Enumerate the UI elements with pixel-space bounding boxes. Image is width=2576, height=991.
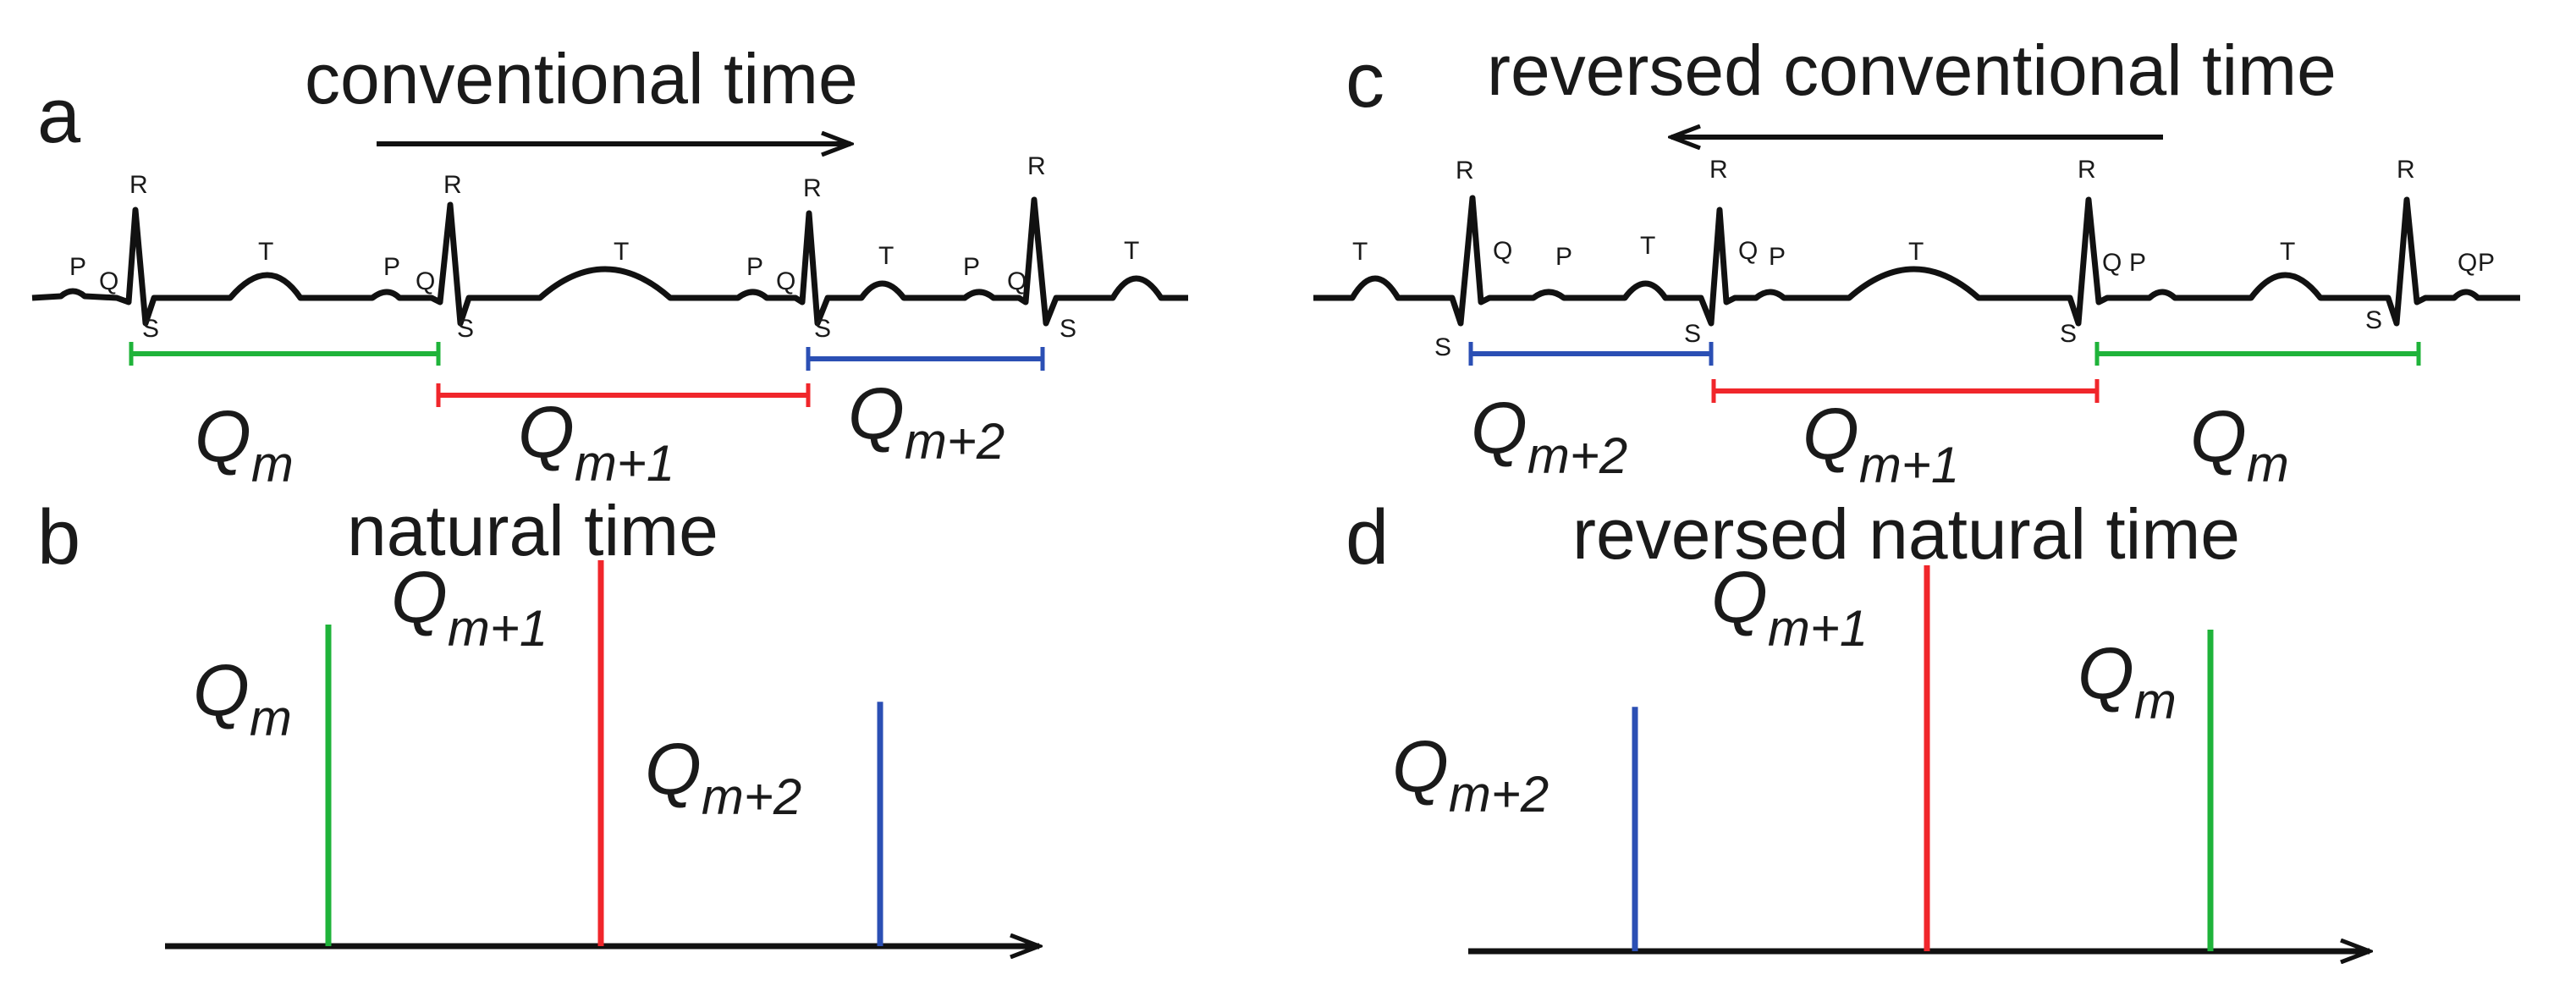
wave-label-t: T xyxy=(258,238,273,266)
wave-label-s: S xyxy=(1434,333,1451,361)
wave-label-r: R xyxy=(803,174,822,202)
wave-label-p: P xyxy=(2478,249,2495,277)
wave-label-q: Q xyxy=(1493,237,1512,265)
panel-a-letter: a xyxy=(37,73,81,159)
panel-d-letter: d xyxy=(1346,494,1389,581)
wave-label-t: T xyxy=(2280,238,2295,266)
wave-label-s: S xyxy=(457,315,474,343)
wave-label-r: R xyxy=(1456,157,1474,184)
label-qm1: Qm+1 xyxy=(1711,557,1868,657)
panel-c-wave-labels: T R S Q P T R S Q P T R S Q P T R S Q P xyxy=(1352,156,2495,361)
panel-c-interval-qm1: Qm+1 xyxy=(1711,379,2100,493)
panel-c-interval-qm2: Qm+2 xyxy=(1468,342,1714,484)
panel-a-interval-qm1: Qm+1 xyxy=(436,383,811,492)
label-qm: Qm xyxy=(2190,396,2289,493)
panel-a-wave-labels: P Q R S T P Q R S T P Q R S T P Q R S T xyxy=(69,152,1139,343)
wave-label-s: S xyxy=(814,315,831,343)
wave-label-p: P xyxy=(1555,243,1572,271)
wave-label-r: R xyxy=(1709,156,1728,184)
panel-c-ecg-trace xyxy=(1313,195,2520,327)
panel-c-title: reversed conventional time xyxy=(1487,30,2337,110)
wave-label-t: T xyxy=(1124,237,1139,265)
panel-b-title: natural time xyxy=(347,491,718,570)
label-qm: Qm xyxy=(195,396,294,493)
wave-label-t: T xyxy=(614,238,629,266)
label-qm: Qm xyxy=(2078,633,2177,729)
label-qm1: Qm+1 xyxy=(518,392,674,492)
wave-label-s: S xyxy=(1684,320,1701,348)
panel-c: c reversed conventional time T R S Q P T… xyxy=(1313,30,2520,493)
wave-label-s: S xyxy=(142,315,159,343)
wave-label-t: T xyxy=(1640,232,1655,260)
panel-d-title: reversed natural time xyxy=(1572,494,2240,574)
wave-label-q: Q xyxy=(99,267,118,295)
wave-label-p: P xyxy=(963,253,980,281)
wave-label-s: S xyxy=(2365,306,2382,334)
panel-b-letter: b xyxy=(37,494,80,581)
wave-label-p: P xyxy=(383,253,400,281)
wave-label-q: Q xyxy=(2458,249,2477,277)
panel-a-interval-qm2: Qm+2 xyxy=(806,347,1045,470)
wave-label-p: P xyxy=(1769,243,1786,271)
label-qm2: Qm+2 xyxy=(848,373,1005,470)
wave-label-r: R xyxy=(2078,156,2096,184)
wave-label-p: P xyxy=(746,253,763,281)
panel-a-title: conventional time xyxy=(305,39,858,118)
wave-label-p: P xyxy=(2129,249,2146,277)
wave-label-s: S xyxy=(2060,320,2077,348)
wave-label-q: Q xyxy=(1738,237,1758,265)
panel-a-ecg-trace xyxy=(31,196,1188,327)
label-qm1: Qm+1 xyxy=(1803,394,1959,493)
wave-label-s: S xyxy=(1060,315,1076,343)
wave-label-r: R xyxy=(2397,156,2415,184)
panel-a: a conventional time P Q R S T P Q R S T … xyxy=(31,39,1188,493)
panel-c-letter: c xyxy=(1346,37,1384,124)
wave-label-r: R xyxy=(129,171,148,199)
label-qm1: Qm+1 xyxy=(391,557,548,657)
wave-label-r: R xyxy=(1027,152,1046,180)
panel-c-interval-qm: Qm xyxy=(2094,342,2421,493)
label-qm2: Qm+2 xyxy=(645,729,801,825)
panel-a-interval-qm: Qm xyxy=(129,342,441,493)
label-qm2: Qm+2 xyxy=(1471,388,1627,484)
wave-label-t: T xyxy=(1908,238,1924,266)
wave-label-q: Q xyxy=(776,267,795,295)
wave-label-r: R xyxy=(443,171,462,199)
wave-label-q: Q xyxy=(416,267,435,295)
panel-b: b natural time Qm Qm+1 Qm+2 xyxy=(37,491,1039,946)
panel-d: d reversed natural time Qm+2 Qm+1 Qm xyxy=(1346,494,2370,951)
label-qm: Qm xyxy=(193,650,292,746)
wave-label-t: T xyxy=(1352,238,1368,266)
wave-label-t: T xyxy=(878,242,894,270)
wave-label-p: P xyxy=(69,253,86,281)
wave-label-q: Q xyxy=(1007,267,1027,295)
label-qm2: Qm+2 xyxy=(1392,726,1549,823)
wave-label-q: Q xyxy=(2102,249,2122,277)
